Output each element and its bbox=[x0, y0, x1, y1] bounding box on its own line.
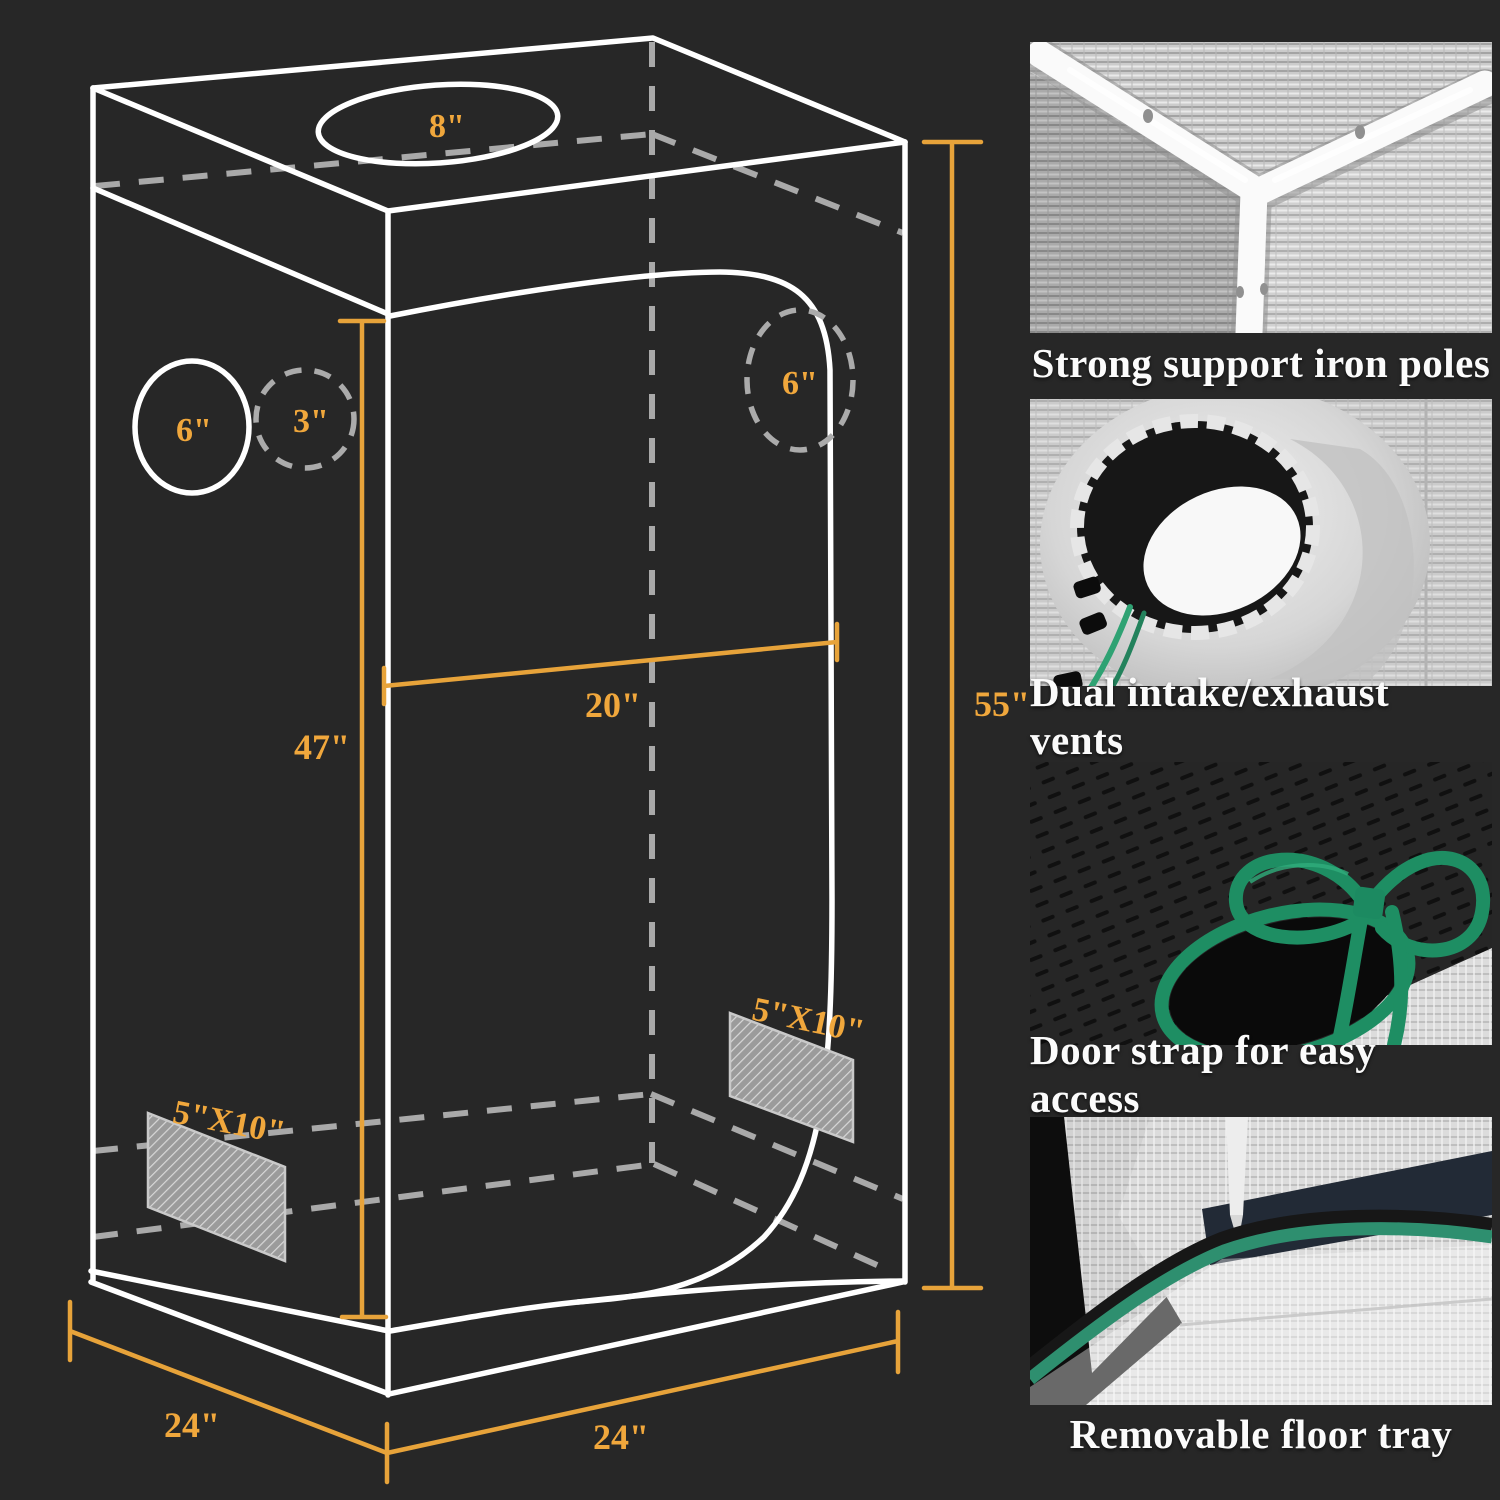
label-door-width: 20" bbox=[585, 685, 641, 725]
label-width: 24" bbox=[593, 1417, 649, 1457]
hidden-bottom-right-upper bbox=[649, 1091, 905, 1202]
door-strap-illustration bbox=[1030, 762, 1492, 1045]
side-mesh-window bbox=[146, 1111, 287, 1263]
feature-caption-door-strap: Door strap for easy access bbox=[1030, 1027, 1492, 1121]
caption-text: Door strap for easy access bbox=[1030, 1027, 1377, 1121]
bow-knot bbox=[1352, 886, 1386, 920]
label-side-vent: 6" bbox=[176, 412, 212, 449]
label-total-height: 55" bbox=[974, 684, 1030, 724]
label-side-duct-small: 3" bbox=[293, 403, 329, 440]
front-duct-port bbox=[744, 307, 856, 453]
front-base-edge bbox=[386, 1279, 906, 1397]
green-tray-trim bbox=[1030, 1222, 1492, 1385]
tray-floor bbox=[1030, 1245, 1492, 1405]
grow-tent-diagram: 8" 6" 3" 6" 47" 20" 55" 5"X10" 5"X10" 24… bbox=[67, 35, 1030, 1485]
feature-photo-vents bbox=[1030, 399, 1492, 686]
dimension-total-height bbox=[921, 139, 984, 1291]
dimension-lines bbox=[67, 139, 984, 1485]
left-base-edge bbox=[88, 1279, 392, 1397]
feature-caption-floor-tray: Removable floor tray bbox=[1030, 1405, 1492, 1463]
vent-sock-illustration bbox=[1030, 399, 1492, 686]
dimension-door-width bbox=[381, 621, 840, 707]
door-outline bbox=[387, 269, 835, 1305]
dimension-width bbox=[384, 1309, 901, 1456]
label-front-duct: 6" bbox=[782, 365, 818, 402]
caption-text: Strong support iron poles bbox=[1031, 340, 1491, 386]
caption-text: Dual intake/exhaust vents bbox=[1030, 669, 1390, 763]
hidden-top-right-edge bbox=[650, 131, 905, 236]
dimension-inner-height bbox=[337, 318, 389, 1320]
feature-caption-iron-poles: Strong support iron poles bbox=[1030, 333, 1492, 393]
vent-drawstring bbox=[1088, 604, 1147, 686]
cord-toggles bbox=[1053, 576, 1107, 686]
hidden-bottom-left-lower bbox=[92, 1161, 655, 1240]
top-duct-port bbox=[315, 81, 561, 167]
tray-wall-shadow bbox=[1030, 1209, 1492, 1377]
support-pole bbox=[1226, 1117, 1248, 1215]
front-base-seam bbox=[387, 1278, 906, 1334]
label-inner-height: 47" bbox=[294, 727, 350, 767]
side-small-duct-port bbox=[253, 367, 357, 471]
iron-poles-illustration bbox=[1030, 42, 1492, 333]
side-vent-port bbox=[132, 358, 252, 496]
left-base-seam bbox=[88, 1268, 392, 1334]
front-mesh-window bbox=[728, 1011, 855, 1144]
caption-text: Removable floor tray bbox=[1069, 1411, 1453, 1457]
tent-outline bbox=[88, 35, 908, 1398]
feature-photo-iron-poles bbox=[1030, 42, 1492, 333]
label-depth: 24" bbox=[164, 1405, 220, 1445]
dimension-depth bbox=[67, 1299, 390, 1485]
label-top-duct: 8" bbox=[429, 108, 465, 145]
top-band-seam bbox=[90, 185, 391, 317]
feature-photo-floor-tray bbox=[1030, 1117, 1492, 1405]
feature-caption-vents: Dual intake/exhaust vents bbox=[1030, 669, 1492, 763]
top-back-edges bbox=[90, 35, 908, 145]
floor-tray-illustration bbox=[1030, 1117, 1492, 1405]
feature-photo-door-strap bbox=[1030, 762, 1492, 1045]
vent-window bbox=[1143, 486, 1301, 616]
pole-screw-holes bbox=[1143, 109, 1365, 298]
